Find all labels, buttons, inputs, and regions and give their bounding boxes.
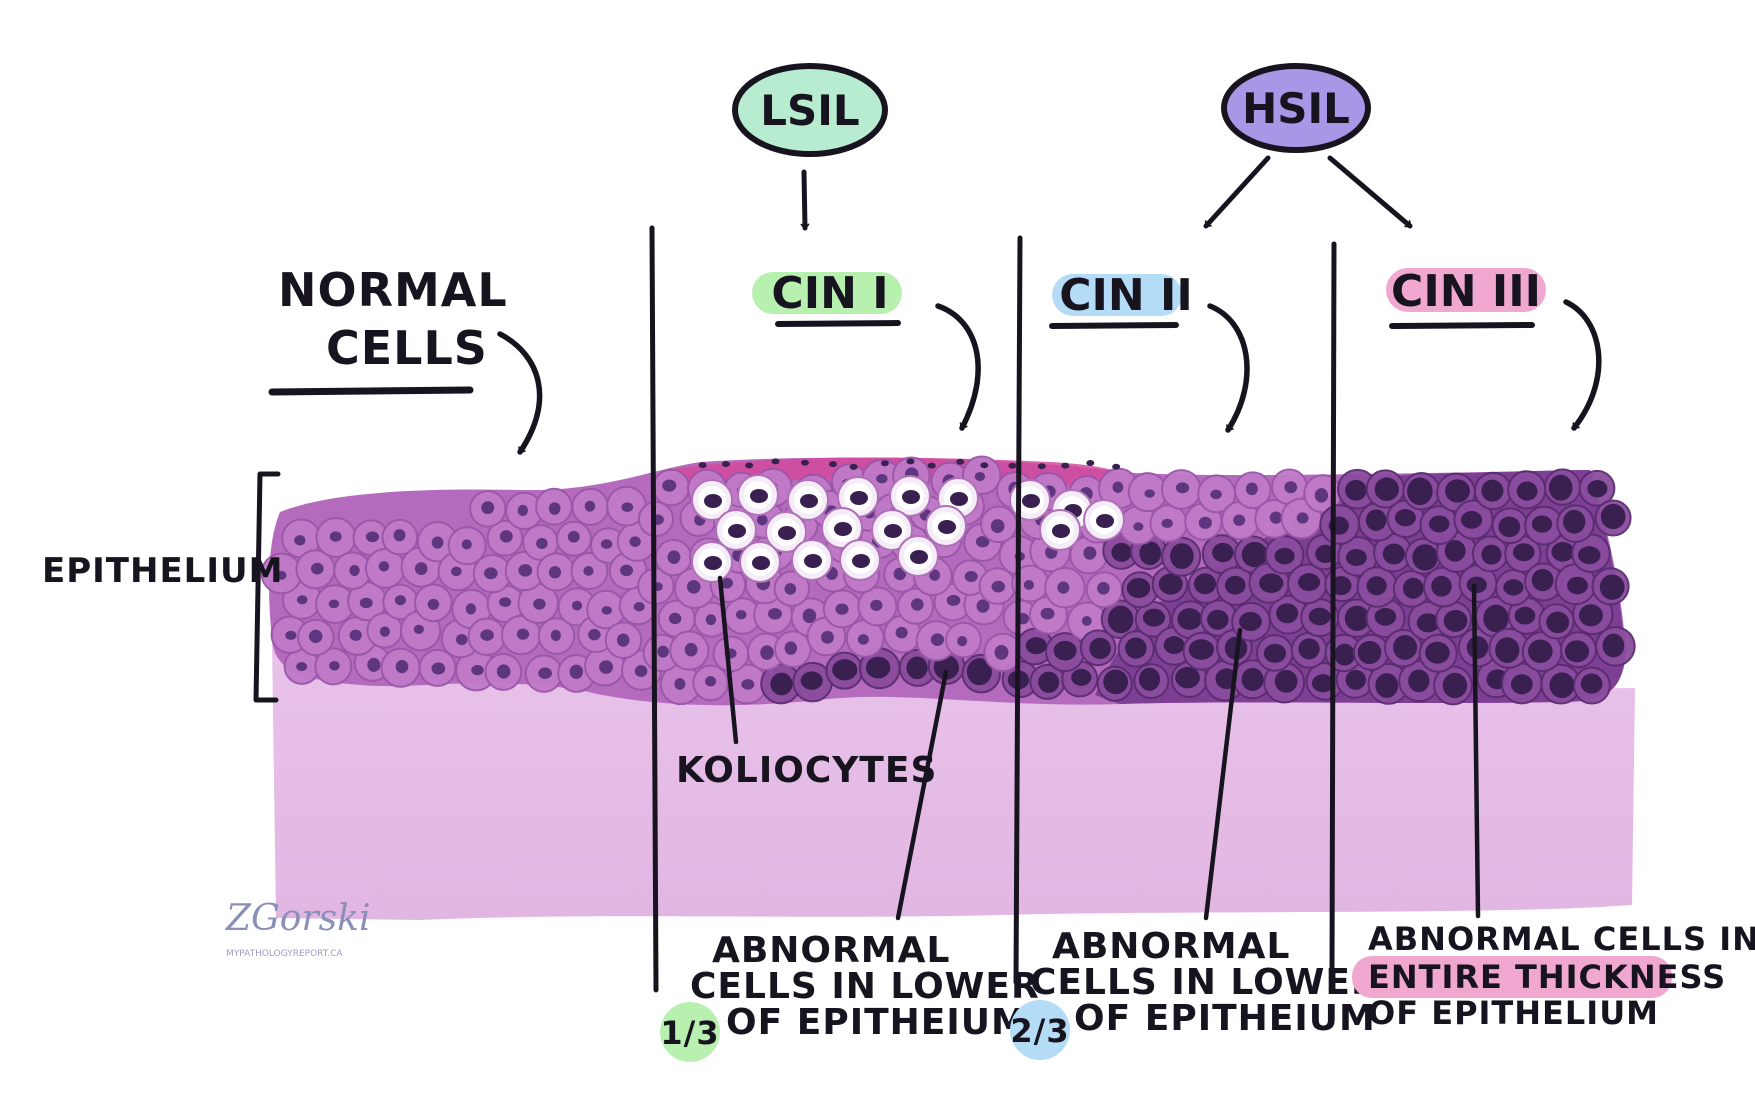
epithelium-bracket (253, 471, 281, 703)
cin3-desc-line3: OF EPITHELIUM (1368, 994, 1659, 1032)
cin2-desc-line2: CELLS IN LOWER (1030, 962, 1380, 1003)
hsil-badge (1221, 63, 1371, 153)
cin1-fraction-highlight (660, 1002, 720, 1062)
cin1-highlight (752, 272, 902, 314)
divider-2 (1013, 235, 1023, 985)
normal-underline (268, 386, 474, 396)
surface-dots (698, 458, 1121, 470)
koilocytes-pointer (717, 575, 739, 745)
cin3-arrow (1563, 299, 1602, 431)
cin1-underline (775, 320, 901, 327)
cin3-desc-line1: ABNORMAL CELLS IN (1368, 920, 1755, 958)
lsil-arrow (800, 169, 810, 231)
cin1-desc-line1: ABNORMAL (712, 930, 950, 971)
cin2-desc-line3: OF EPITHEIUM (1074, 998, 1376, 1039)
hsil-arrow-left (1203, 155, 1271, 229)
stroma (272, 640, 1635, 920)
normal-arrow (497, 331, 543, 455)
cin2-desc-line1: ABNORMAL (1052, 926, 1290, 967)
epithelial-cells (260, 455, 1636, 706)
hsil-label: HSIL (1242, 84, 1350, 133)
cin1-desc-line3: OF EPITHEIUM (726, 1002, 1028, 1043)
cin2-arrow (1207, 303, 1250, 433)
koilocytes-cells (691, 474, 1125, 583)
normal-cells-label-line2: CELLS (326, 321, 488, 375)
divider-1 (649, 225, 659, 993)
cin2-underline (1049, 322, 1179, 329)
cin3-desc-highlight (1352, 956, 1672, 998)
normal-cells-label-line1: NORMAL (278, 263, 508, 317)
cin1-fraction: 1/3 (660, 1014, 719, 1052)
signature: ZGorski (225, 898, 370, 939)
hsil-arrow-right (1327, 155, 1413, 229)
cin3-desc-pointer (1471, 583, 1481, 919)
lsil-label: LSIL (760, 86, 859, 135)
signature-url: MYPATHOLOGYREPORT.CA (226, 949, 343, 959)
cin1-label: CIN I (771, 268, 888, 319)
cin1-desc-line2: CELLS IN LOWER (690, 966, 1040, 1007)
koilocytes-label: KOLIOCYTES (676, 750, 937, 791)
cin3-underline (1389, 322, 1535, 329)
lsil-badge (732, 63, 888, 157)
divider-3 (1329, 241, 1337, 975)
cin2-fraction-highlight (1010, 1000, 1070, 1060)
cin2-fraction: 2/3 (1010, 1012, 1069, 1050)
cin3-desc-line2: ENTIRE THICKNESS (1368, 958, 1726, 996)
epithelium-label: EPITHELIUM (42, 551, 283, 591)
cin1-desc-pointer (895, 669, 949, 921)
cin1-arrow (935, 303, 981, 431)
cin2-desc-pointer (1203, 627, 1243, 921)
cin3-label: CIN III (1391, 266, 1541, 317)
cin3-highlight (1386, 268, 1546, 312)
cin2-label: CIN II (1059, 270, 1193, 321)
cin2-highlight (1052, 274, 1182, 316)
